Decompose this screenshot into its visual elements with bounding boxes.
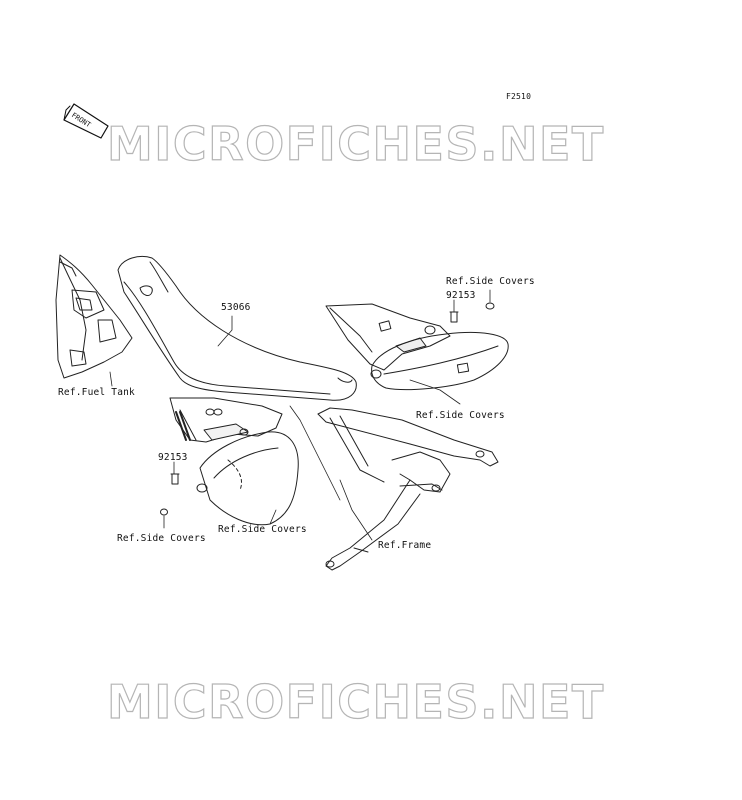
figure-code: F2510: [506, 92, 532, 101]
ref-frame-label: Ref.Frame: [378, 540, 432, 551]
part-label-92153-upper: 92153: [446, 290, 476, 301]
fuel-tank-drawing: [55, 254, 133, 379]
ref-side-covers-left-label: Ref.Side Covers: [117, 533, 206, 544]
front-arrow-icon: FRONT: [63, 103, 109, 139]
right-side-cover-upper: [325, 303, 451, 371]
bolt-upper-icon: [449, 311, 459, 323]
left-side-cover-upper: [169, 397, 283, 443]
bolt-left-icon: [170, 473, 180, 485]
washer-left-icon: [160, 508, 168, 516]
ref-side-covers-top-label: Ref.Side Covers: [446, 276, 535, 287]
left-side-cover-lower: [175, 411, 299, 526]
part-label-92153-left: 92153: [158, 452, 188, 463]
ref-side-covers-center-label: Ref.Side Covers: [218, 524, 307, 535]
leader-lines: [109, 289, 491, 541]
ref-side-covers-right-label: Ref.Side Covers: [416, 410, 505, 421]
ref-fuel-tank-label: Ref.Fuel Tank: [58, 387, 135, 398]
seat-drawing: [117, 256, 357, 401]
washer-upper-icon: [485, 302, 495, 310]
watermark-bottom: MICROFICHES.NET: [107, 675, 605, 729]
part-label-53066: 53066: [221, 302, 251, 313]
watermark-top: MICROFICHES.NET: [107, 117, 605, 171]
right-side-cover-lower: [370, 331, 509, 391]
rear-frame-drawing: [317, 407, 499, 571]
